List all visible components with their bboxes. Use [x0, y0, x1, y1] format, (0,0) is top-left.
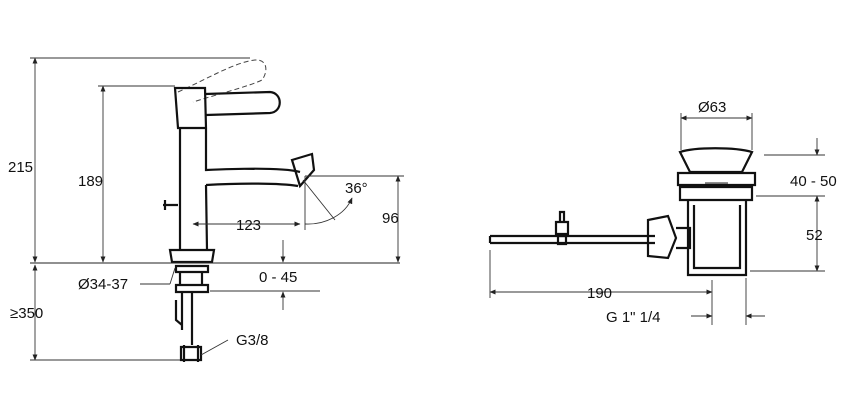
rod-clip — [554, 210, 570, 246]
label-190: 190 — [587, 285, 612, 302]
label-215: 215 — [8, 159, 33, 176]
hole-leader-2 — [169, 267, 176, 285]
label-350: ≥350 — [10, 305, 43, 322]
label-waste-thread: G 1" 1/4 — [606, 309, 661, 326]
label-123: 123 — [236, 217, 261, 234]
connection-nut — [179, 345, 203, 362]
label-63: Ø63 — [698, 99, 726, 116]
label-96: 96 — [382, 210, 399, 227]
label-thread: G3/8 — [236, 332, 269, 349]
label-52: 52 — [806, 227, 823, 244]
pivot-nut — [646, 214, 692, 260]
label-189: 189 — [78, 173, 103, 190]
faucet-base — [168, 248, 216, 264]
plug-head — [678, 147, 754, 174]
raised-lever-outline — [177, 59, 267, 103]
faucet-body — [173, 86, 301, 251]
label-angle: 36° — [345, 180, 368, 197]
shank — [174, 264, 210, 345]
waste-body — [686, 200, 748, 277]
lift-rod-knob — [163, 200, 178, 210]
thread-leader — [200, 339, 229, 356]
flange — [676, 171, 757, 202]
faucet-drawing: 215 189 ≥350 123 96 36° Ø34-37 0 - 45 G3… — [8, 57, 404, 362]
angle-arc — [304, 197, 353, 225]
label-4050: 40 - 50 — [790, 173, 837, 190]
waste-drawing: Ø63 40 - 50 52 190 G 1" 1/4 — [488, 99, 837, 326]
label-hole: Ø34-37 — [78, 276, 128, 293]
angle-ray — [302, 179, 336, 221]
pivot-rod — [488, 234, 655, 245]
spout — [290, 152, 316, 189]
label-deck: 0 - 45 — [259, 269, 297, 286]
lever-handle — [204, 90, 281, 117]
